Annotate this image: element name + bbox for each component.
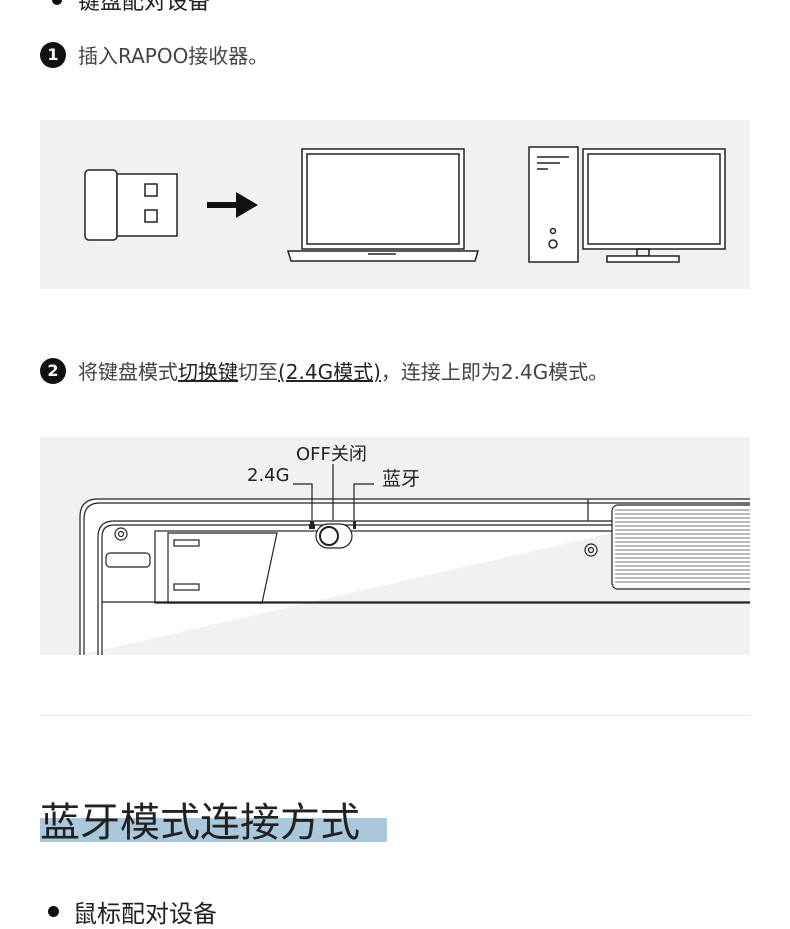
switch-label-off: OFF关闭 — [296, 444, 367, 465]
bullet-icon — [48, 906, 59, 917]
step-2-mode-text: (2.4G模式) — [278, 360, 381, 384]
top-item-text: 键盘配对设备 — [78, 0, 211, 15]
receiver-illustration-panel — [40, 120, 750, 289]
receiver-mode-icon — [309, 521, 315, 529]
desktop-tower-icon — [528, 146, 579, 263]
laptop-icon — [286, 148, 480, 262]
switch-label-bluetooth: 蓝牙 — [382, 468, 421, 490]
step-2-text-part5: ，连接上即为2.4G模式。 — [380, 360, 609, 384]
usb-receiver-icon — [84, 169, 178, 241]
step-1-text: 插入RAPOO接收器。 — [78, 44, 269, 68]
bluetooth-mode-icon — [353, 521, 356, 529]
step-2: 2 将键盘模式 切换键 切至 (2.4G模式) ，连接上即为2.4G模式。 — [40, 356, 608, 385]
title-highlight — [40, 818, 387, 842]
step-1: 1 插入RAPOO接收器。 — [40, 40, 268, 69]
receiver-illustration — [84, 146, 726, 263]
section-title: 蓝牙模式连接方式 — [40, 800, 360, 846]
step-2-number-icon: 2 — [40, 357, 66, 384]
step-2-text-part3: 切至 — [238, 360, 278, 384]
switch-label-24g: 2.4G — [247, 465, 290, 486]
step-1-number-icon: 1 — [40, 41, 66, 68]
bullet-icon — [52, 0, 62, 5]
mode-switch-illustration-panel: OFF关闭 2.4G 蓝牙 — [40, 437, 750, 655]
section-divider — [40, 715, 750, 716]
top-bullet-item: 键盘配对设备 — [40, 0, 210, 16]
bottom-item-text: 鼠标配对设备 — [73, 900, 217, 928]
monitor-icon — [582, 148, 726, 263]
bottom-bullet-item: 鼠标配对设备 — [40, 894, 217, 929]
arrow-right-icon — [207, 192, 258, 218]
keyboard-bottom-illustration — [79, 464, 750, 655]
step-2-switch-key-text: 切换键 — [178, 360, 238, 384]
step-2-text-part1: 将键盘模式 — [78, 360, 178, 384]
